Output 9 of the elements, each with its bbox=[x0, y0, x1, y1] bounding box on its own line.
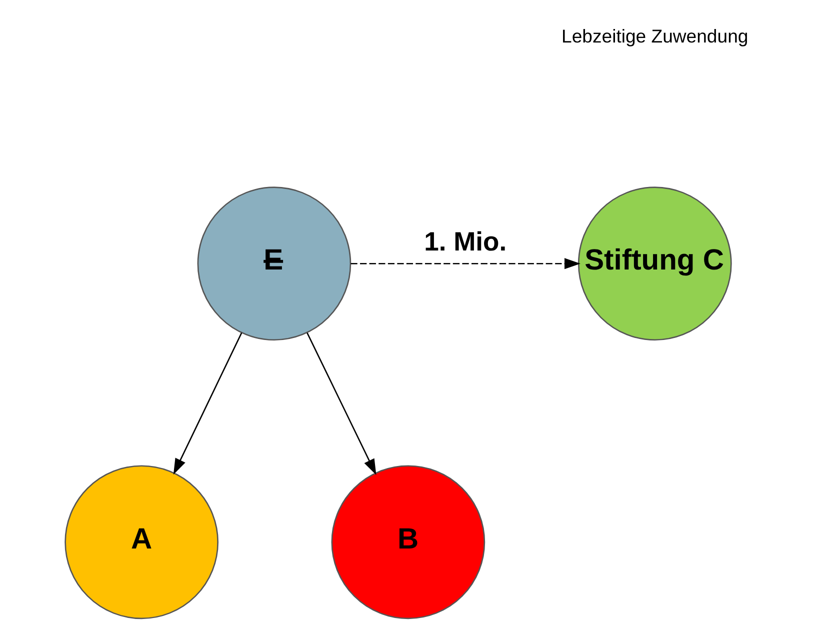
arrow bbox=[173, 332, 242, 475]
label: Lebzeitige Zuwendung bbox=[562, 25, 748, 46]
node-circle: A bbox=[64, 465, 218, 620]
node-circle: Stiftung C bbox=[578, 186, 732, 341]
node-circle: E bbox=[197, 186, 352, 341]
arrow bbox=[306, 332, 376, 476]
arrow bbox=[350, 258, 580, 270]
edge-label: 1. Mio. bbox=[424, 226, 507, 256]
node-circle: B bbox=[331, 465, 486, 620]
